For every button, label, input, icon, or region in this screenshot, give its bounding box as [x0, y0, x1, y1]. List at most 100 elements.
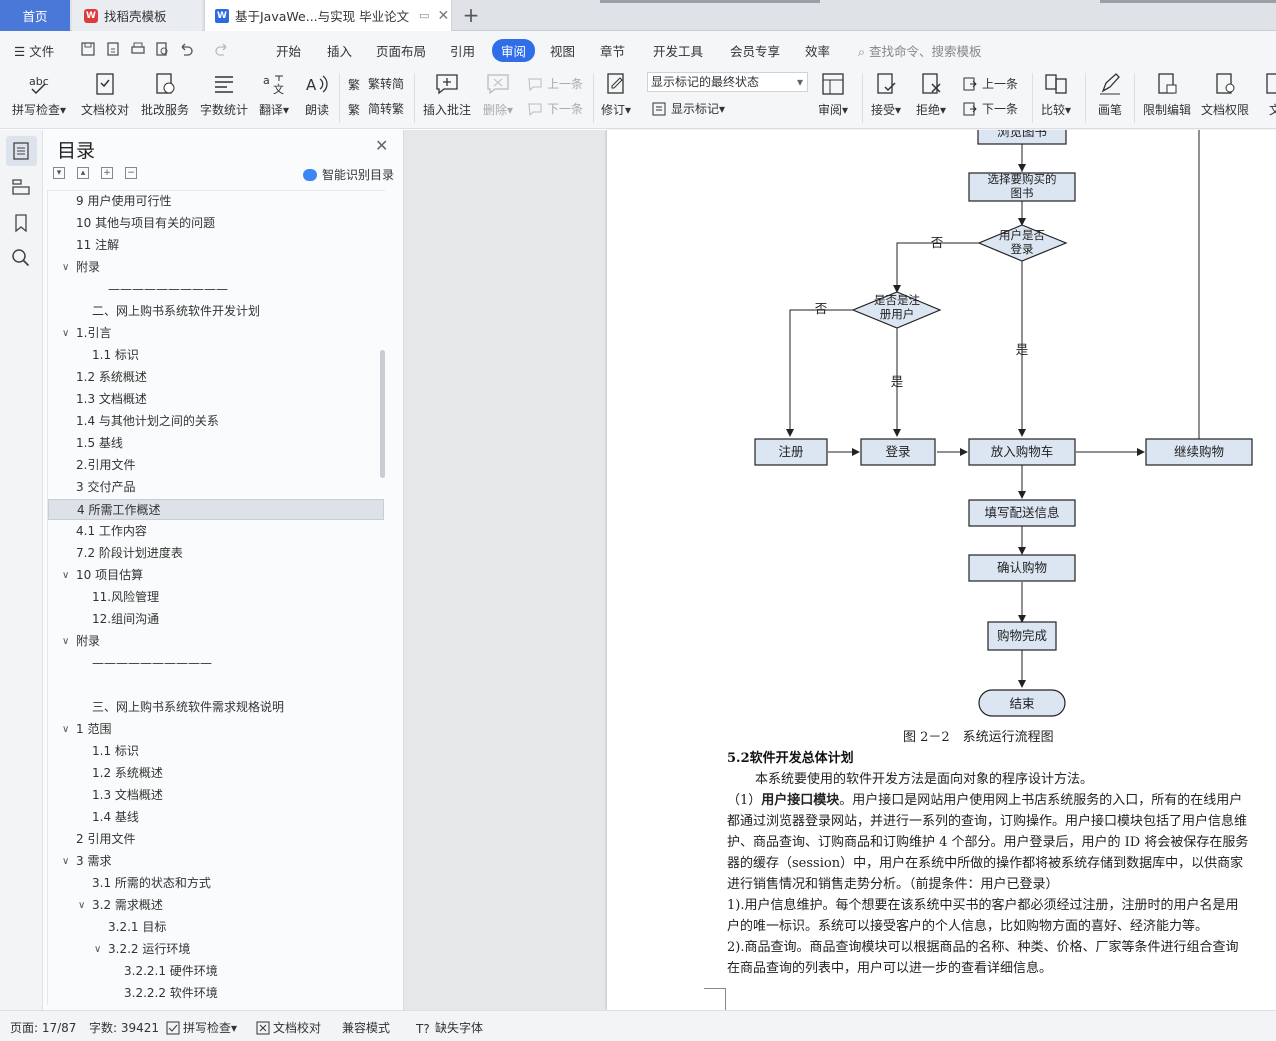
toc-item[interactable]: ∨附录 [48, 257, 384, 278]
tab-close-icon[interactable]: ✕ [437, 7, 450, 24]
menu-chapter[interactable]: 章节 [600, 44, 626, 59]
doc-more-button[interactable]: 文 [1262, 71, 1276, 118]
tab-minimize-icon[interactable]: ▭ [419, 9, 430, 22]
menu-view[interactable]: 视图 [550, 44, 576, 59]
menu-review[interactable]: 审阅 [492, 39, 536, 62]
show-markup-button[interactable]: 显示标记▾ [651, 100, 725, 117]
toc-item[interactable]: ∨10 项目估算 [48, 565, 384, 586]
toc-item[interactable]: ∨附录 [48, 631, 384, 652]
compare-button[interactable]: 比较▾ [1041, 71, 1071, 118]
toc-item[interactable]: 4.1 工作内容 [48, 521, 384, 542]
doc-permission-button[interactable]: 文档权限 [1201, 71, 1249, 118]
new-tab-button[interactable]: + [462, 3, 480, 27]
close-icon[interactable]: ✕ [375, 136, 389, 155]
chevron-down-icon[interactable]: ∨ [94, 944, 102, 955]
toc-item[interactable]: —————————— [48, 279, 384, 300]
chevron-down-icon[interactable]: ∨ [62, 570, 70, 581]
expand-all-icon[interactable]: ▴ [77, 167, 89, 179]
word-count-indicator[interactable]: 字数: 39421 [89, 1021, 160, 1035]
toc-item[interactable]: 三、网上购书系统软件需求规格说明 [48, 697, 384, 718]
toc-item[interactable]: 1.3 文档概述 [48, 389, 384, 410]
toc-scrollbar[interactable] [380, 350, 385, 478]
proofread-button[interactable]: 文档校对 [81, 71, 129, 118]
toc-item[interactable]: 11 注解 [48, 235, 384, 256]
pen-button[interactable]: 画笔 [1097, 71, 1123, 118]
chapter-nav-icon[interactable] [10, 175, 32, 197]
toc-item[interactable]: 2 引用文件 [48, 829, 384, 850]
toc-item[interactable]: 4 所需工作概述 [48, 499, 384, 520]
print-icon[interactable] [130, 41, 146, 57]
toc-item[interactable]: 1.2 系统概述 [48, 367, 384, 388]
toc-item[interactable]: 二、网上购书系统软件开发计划 [48, 301, 384, 322]
redo-icon[interactable] [214, 41, 230, 57]
menu-membership[interactable]: 会员专享 [730, 44, 781, 59]
toc-item[interactable]: 1.1 标识 [48, 345, 384, 366]
save-icon[interactable] [80, 41, 96, 57]
status-spell-check[interactable]: 拼写检查 ▾ [166, 1019, 237, 1036]
toc-icon[interactable] [10, 140, 32, 162]
menu-developer[interactable]: 开发工具 [653, 44, 704, 59]
toc-item[interactable]: 1.4 基线 [48, 807, 384, 828]
toc-item[interactable]: ∨3 需求 [48, 851, 384, 872]
chevron-down-icon[interactable]: ∨ [62, 856, 70, 867]
toc-item[interactable]: ∨1.引言 [48, 323, 384, 344]
toc-item[interactable]: 3.2.2.1 硬件环境 [48, 961, 384, 982]
menu-page-layout[interactable]: 页面布局 [376, 44, 427, 59]
accept-button[interactable]: 接受▾ [871, 71, 901, 118]
file-menu[interactable]: ☰ 文件 [14, 44, 55, 59]
chevron-down-icon[interactable]: ∨ [62, 262, 70, 273]
toc-item[interactable]: 7.2 阶段计划进度表 [48, 543, 384, 564]
tab-home[interactable]: 首页 [0, 0, 70, 31]
reviewing-pane-button[interactable]: 审阅▾ [818, 71, 848, 118]
status-proofread[interactable]: 文档校对 [256, 1019, 321, 1036]
toc-item[interactable]: ∨3.2.2 运行环境 [48, 939, 384, 960]
toc-item[interactable]: 3.1 所需的状态和方式 [48, 873, 384, 894]
toc-item[interactable]: 11.风险管理 [48, 587, 384, 608]
command-search[interactable]: ⌕ 查找命令、搜索模板 [858, 44, 982, 59]
toc-item[interactable]: 1.5 基线 [48, 433, 384, 454]
restrict-editing-button[interactable]: 限制编辑 [1143, 71, 1191, 118]
toc-item[interactable]: 1.4 与其他计划之间的关系 [48, 411, 384, 432]
toc-item[interactable]: 3.2.2.2 软件环境 [48, 983, 384, 1004]
toc-item[interactable]: ∨1 范围 [48, 719, 384, 740]
toc-item[interactable]: 3.2.1 目标 [48, 917, 384, 938]
review-service-button[interactable]: 批改服务 [141, 71, 189, 118]
missing-font-button[interactable]: T?缺失字体 [416, 1019, 483, 1036]
remove-heading-icon[interactable]: − [125, 167, 137, 179]
menu-start[interactable]: 开始 [276, 44, 302, 59]
toc-item[interactable]: 1.1 标识 [48, 741, 384, 762]
chevron-down-icon[interactable]: ∨ [78, 900, 86, 911]
trad-to-simp-button[interactable]: 繁繁转简 [348, 75, 404, 92]
toc-item[interactable]: 10 其他与项目有关的问题 [48, 213, 384, 234]
collapse-all-icon[interactable]: ▾ [53, 167, 65, 179]
chevron-down-icon[interactable]: ∨ [62, 636, 70, 647]
document-page[interactable]: 浏览图书 选择要购买的图书 用户是否登录 是否是注册用户 注册 登录 放入购物车… [607, 130, 1276, 1010]
toc-item[interactable]: 1.3 文档概述 [48, 785, 384, 806]
toc-item[interactable]: 1.2 系统概述 [48, 763, 384, 784]
menu-references[interactable]: 引用 [450, 44, 476, 59]
next-comment-button[interactable]: 下一条 [527, 100, 583, 117]
toc-item[interactable]: 3 交付产品 [48, 477, 384, 498]
chevron-down-icon[interactable]: ∨ [62, 328, 70, 339]
menu-insert[interactable]: 插入 [327, 44, 353, 59]
undo-icon[interactable] [178, 41, 194, 57]
insert-comment-button[interactable]: 插入批注 [423, 71, 471, 118]
search-icon[interactable] [10, 247, 32, 269]
toc-item[interactable] [48, 675, 384, 696]
prev-comment-button[interactable]: 上一条 [527, 75, 583, 92]
chevron-down-icon[interactable]: ∨ [62, 724, 70, 735]
next-change-button[interactable]: 下一条 [962, 100, 1018, 117]
toc-item[interactable]: 2.引用文件 [48, 455, 384, 476]
delete-comment-button[interactable]: 删除▾ [483, 71, 513, 118]
word-count-button[interactable]: 字数统计 [200, 71, 248, 118]
menu-efficiency[interactable]: 效率 [805, 44, 831, 59]
page-indicator[interactable]: 页面: 17/87 [10, 1021, 77, 1035]
prev-change-button[interactable]: 上一条 [962, 75, 1018, 92]
toc-item[interactable]: 9 用户使用可行性 [48, 191, 384, 212]
reject-button[interactable]: 拒绝▾ [916, 71, 946, 118]
